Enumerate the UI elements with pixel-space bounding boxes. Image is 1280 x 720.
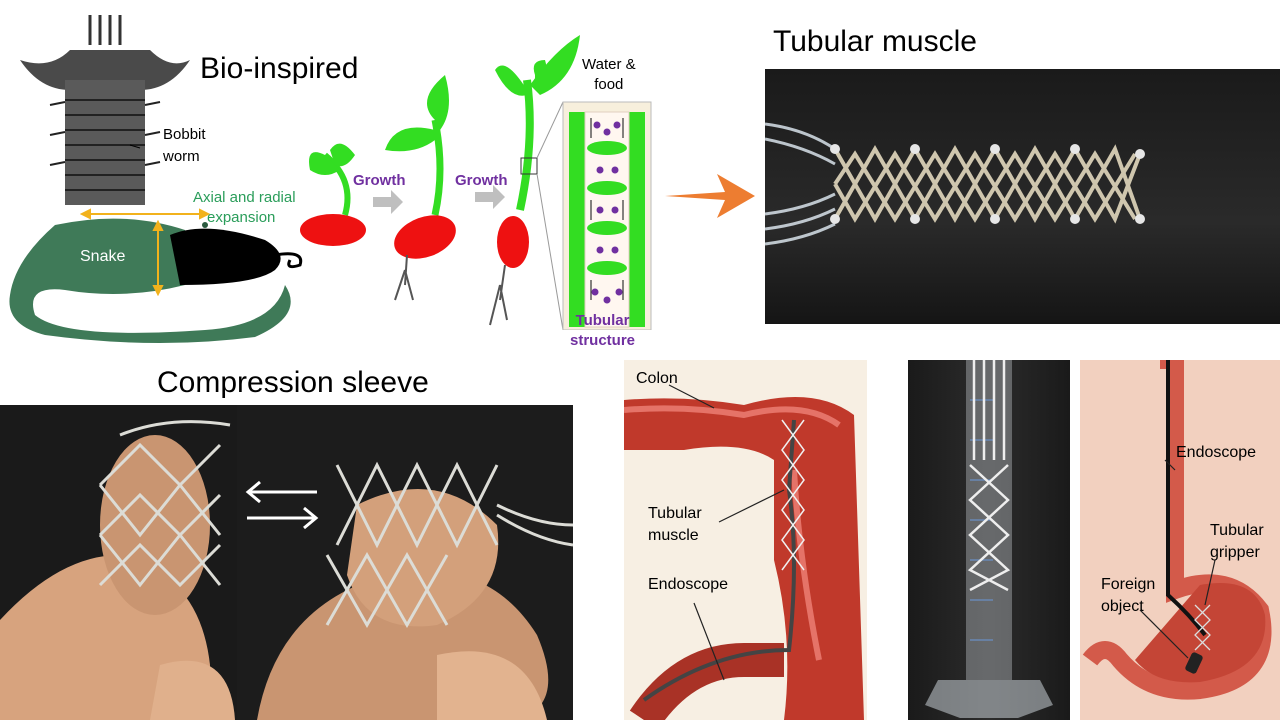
colon-tubular-muscle-label: Tubular muscle: [648, 505, 702, 544]
snake-label: Snake: [80, 248, 126, 265]
colon-illustration: [624, 360, 867, 720]
growth-label-2: Growth: [455, 172, 508, 189]
expansion-arrows: [80, 208, 210, 296]
bobbit-worm-image: [20, 15, 190, 205]
colon-endoscope-label: Endoscope: [648, 576, 729, 593]
compression-sleeve-photo-left: [0, 405, 237, 720]
plant-growth-diagram: [300, 35, 652, 330]
growth-label-1: Growth: [353, 172, 406, 189]
bidirectional-arrows-icon: [245, 480, 319, 530]
tubular-gripper-label: Tubular gripper: [1210, 522, 1264, 561]
stomach-illustration: [1080, 360, 1280, 720]
stomach-endoscope-label: Endoscope: [1176, 444, 1257, 461]
graduated-cylinder-photo: [908, 360, 1070, 720]
tubular-muscle-photo: [765, 69, 1280, 324]
water-food-label: Water & food: [582, 56, 636, 93]
bio-inspired-title: Bio-inspired: [200, 52, 359, 85]
tubular-structure-label: Tubular structure: [570, 312, 636, 349]
compression-sleeve-photo-right: [237, 405, 573, 720]
axial-radial-label: Axial and radial expansion: [193, 189, 296, 226]
orange-arrow-icon: [665, 174, 755, 218]
foreign-object-label: Foreign object: [1101, 576, 1156, 615]
snake-image: [9, 218, 303, 344]
tubular-muscle-title: Tubular muscle: [773, 25, 977, 58]
colon-label: Colon: [636, 370, 678, 387]
compression-sleeve-title: Compression sleeve: [157, 366, 429, 399]
bobbit-worm-label: Bobbit worm: [163, 126, 206, 165]
